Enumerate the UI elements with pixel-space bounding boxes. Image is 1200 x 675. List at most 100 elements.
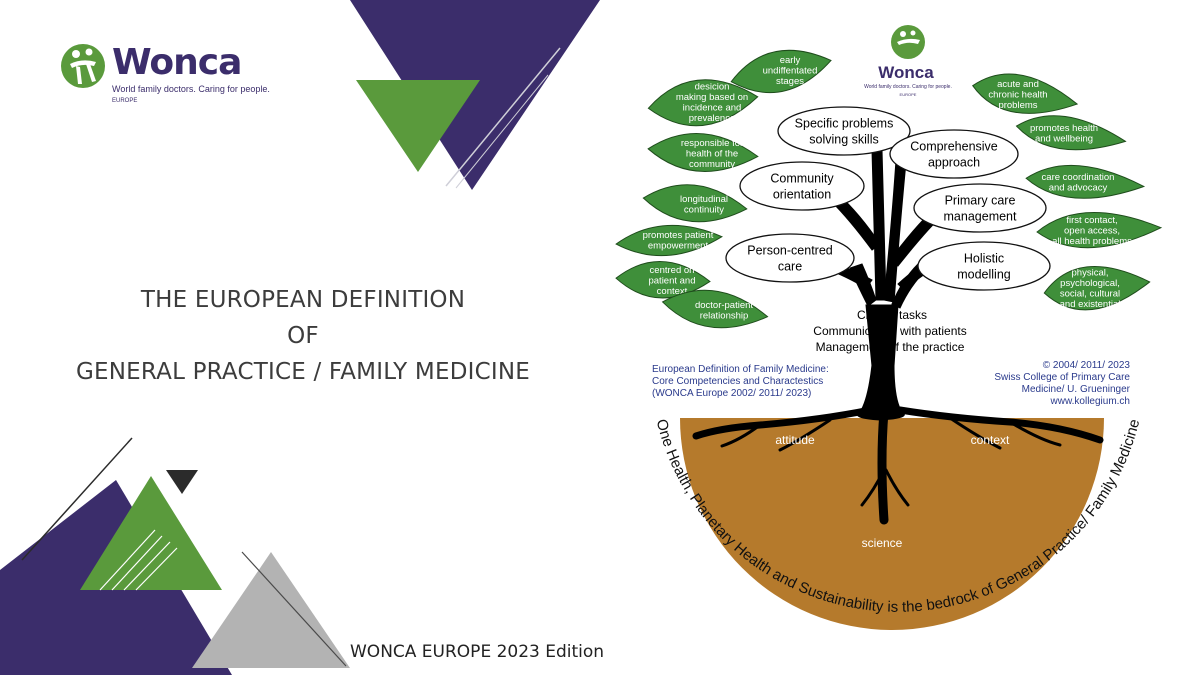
- trunk-task-1: Clinical tasks: [857, 308, 927, 322]
- trunk-task-3: Management of the practice: [816, 340, 965, 354]
- leaf-longitudinal-text-line-2: continuity: [684, 205, 724, 216]
- top-accent-line-2: [455, 74, 549, 189]
- logo-region: EUROPE: [112, 98, 138, 104]
- leaf-empowerment-text-line-2: empowerment: [648, 241, 709, 252]
- title-line-2: OF: [287, 323, 319, 349]
- leaf-wellbeing-text-line-1: promotes health: [1030, 123, 1098, 134]
- leaf-responsible-text-line-2: health of the: [686, 148, 738, 159]
- edition-label: WONCA EUROPE 2023 Edition: [350, 642, 605, 662]
- source-left-line-1: European Definition of Family Medicine:: [652, 364, 829, 375]
- leaf-firstcontact: first contact,open access,all health pro…: [1036, 212, 1163, 249]
- competency-comprehensive: Comprehensive approach: [889, 129, 1019, 179]
- source-left-line-2: Core Competencies and Charactestics: [652, 376, 823, 387]
- competency-community-text-line-1: Community: [770, 171, 834, 185]
- gray-accent-line: [241, 551, 347, 667]
- source-right-line-4: www.kollegium.ch: [1050, 396, 1130, 407]
- leaf-wellbeing-text-line-2: and wellbeing: [1035, 134, 1093, 145]
- leaf-decision-text-line-1: desicion: [695, 82, 730, 93]
- leaf-physical-text-line-3: social, cultural: [1060, 289, 1120, 300]
- leaf-physical-text-line-2: psychological,: [1060, 278, 1120, 289]
- trunk-task-2: Communication with patients: [813, 324, 966, 338]
- leaf-firstcontact-text-line-1: first contact,: [1066, 215, 1117, 226]
- logo-name: Wonca: [112, 42, 242, 83]
- wonca-figure-logo-icon: [61, 44, 105, 88]
- root-label-attitude: attitude: [775, 433, 815, 447]
- bottom-green-triangle: [80, 476, 222, 590]
- wonca-logo: Wonca World family doctors. Caring for p…: [58, 40, 270, 110]
- leaf-physical-text-line-4: and existential: [1060, 299, 1121, 310]
- leaf-longitudinal-shape: [642, 184, 748, 223]
- competency-holistic-text-line-1: Holistic: [964, 251, 1004, 265]
- title-line-1: THE EUROPEAN DEFINITION: [140, 287, 466, 313]
- trunk-tasks: Clinical tasks Communication with patien…: [813, 308, 966, 354]
- diagram-wonca-logo: Wonca World family doctors. Caring for p…: [864, 25, 952, 97]
- soil-ground: [680, 418, 1104, 630]
- leaf-wellbeing-shape: [1015, 115, 1127, 151]
- leaf-relationship-text-line-1: doctor-patient: [695, 300, 753, 311]
- leaf-physical-shape: [1043, 266, 1151, 311]
- leaf-centred-text-line-2: patient and: [648, 275, 695, 286]
- leaf-acute-text-line-2: chronic health: [988, 89, 1047, 100]
- leaf-decision-text-line-4: prevalence: [689, 113, 735, 124]
- leaf-firstcontact-text-line-3: all health problems: [1052, 236, 1132, 247]
- small-dark-triangle: [166, 470, 198, 494]
- source-right-line-1: © 2004/ 2011/ 2023: [1043, 360, 1131, 371]
- competency-primary-oval: [913, 183, 1047, 233]
- leaf-relationship-shape: [661, 289, 769, 329]
- diagram-logo-name: Wonca: [878, 63, 934, 82]
- competency-person-oval: [725, 233, 855, 283]
- leaf-acute-shape: [972, 73, 1079, 114]
- page-title: THE EUROPEAN DEFINITION OF GENERAL PRACT…: [60, 282, 546, 390]
- bottom-gray-triangle: [192, 552, 350, 668]
- bottom-diagonal-line: [21, 437, 133, 561]
- source-left: European Definition of Family Medicine: …: [652, 364, 829, 399]
- top-green-triangle: [356, 80, 480, 172]
- leaf-early-shape: [730, 49, 832, 94]
- root-label-science: science: [862, 536, 903, 550]
- leaf-responsible-text-line-1: responsible for: [681, 138, 743, 149]
- source-left-line-3: (WONCA Europe 2002/ 2011/ 2023): [652, 388, 811, 399]
- competency-primary-text-line-1: Primary care: [945, 193, 1016, 207]
- competency-comprehensive-text-line-1: Comprehensive: [910, 139, 998, 153]
- hatch-lines: [99, 529, 178, 591]
- leaf-centred-text-line-3: context: [657, 286, 688, 297]
- source-right: © 2004/ 2011/ 2023 Swiss College of Prim…: [994, 360, 1130, 407]
- leaf-physical: physical,psychological,social, culturala…: [1043, 266, 1151, 311]
- leaf-early-text-line-3: stages: [776, 76, 804, 87]
- leaf-acute-text-line-3: problems: [998, 100, 1037, 111]
- leaf-acute-text-line-1: acute and: [997, 79, 1039, 90]
- source-right-line-3: Medicine/ U. Grueninger: [1022, 384, 1131, 395]
- leaf-coordination-text-line-2: and advocacy: [1049, 183, 1108, 194]
- leaf-firstcontact-shape: [1036, 212, 1163, 249]
- competency-holistic-oval: [917, 241, 1051, 291]
- leaf-responsible-text-line-3: community: [689, 159, 735, 170]
- competency-primary-text-line-2: management: [944, 209, 1017, 223]
- competency-comprehensive-text-line-2: approach: [928, 155, 980, 169]
- competency-primary: Primary care management: [913, 183, 1047, 233]
- leaf-physical-text-line-1: physical,: [1072, 268, 1109, 279]
- leaf-decision-text-line-2: making based on: [676, 92, 748, 103]
- logo-tagline: World family doctors. Caring for people.: [112, 84, 270, 94]
- leaf-longitudinal-text-line-1: longitudinal: [680, 194, 728, 205]
- leaf-responsible-shape: [647, 133, 759, 172]
- tree-roots: [692, 406, 1104, 525]
- leaf-early-text-line-2: undiffentated: [763, 65, 818, 76]
- leaf-centred-shape: [615, 261, 711, 299]
- leaf-empowerment-text-line-1: promotes patient: [643, 230, 714, 241]
- leaf-decision-shape: [647, 79, 759, 127]
- competency-community: Community orientation: [739, 161, 865, 211]
- competency-community-text-line-2: orientation: [773, 187, 831, 201]
